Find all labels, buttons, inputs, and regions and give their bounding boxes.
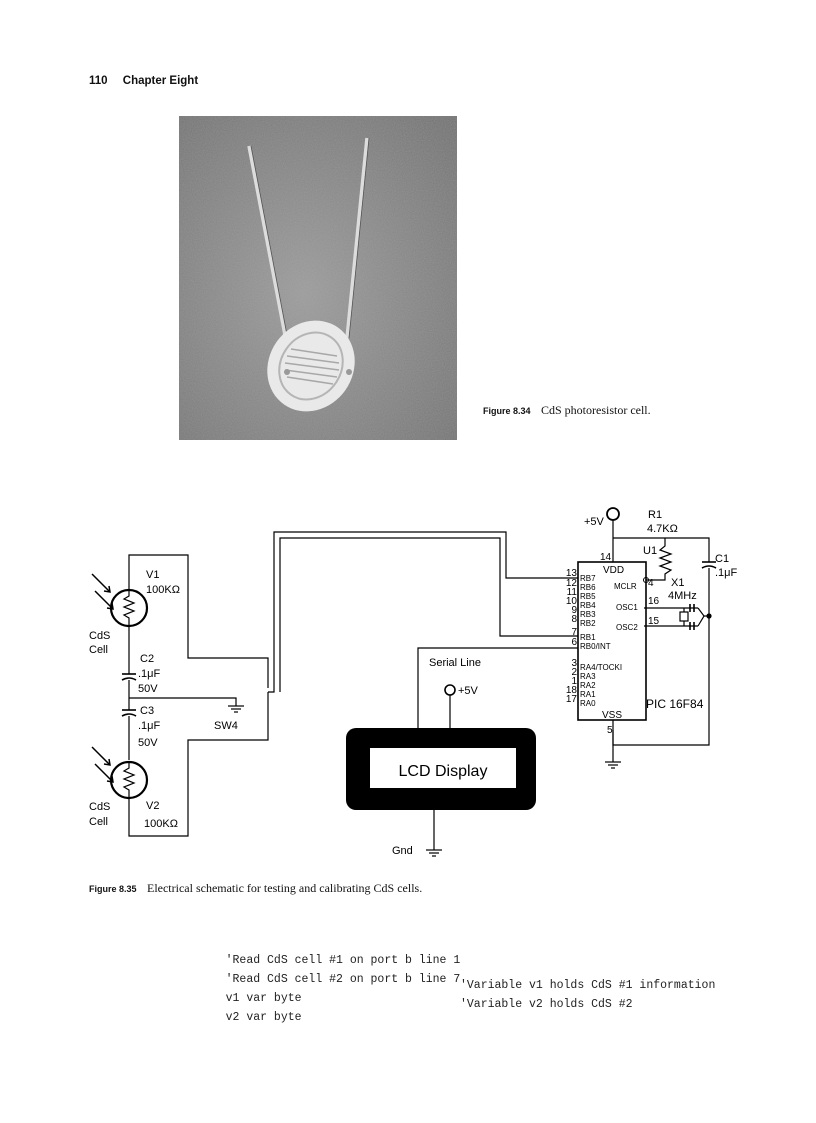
pin-ra2: RA2 — [580, 681, 596, 690]
c3-label: C3 — [140, 705, 154, 717]
pin-ra0: RA0 — [580, 699, 596, 708]
code-text: 'Read CdS cell #2 on port b line 7 — [225, 973, 461, 986]
c3-volt: 50V — [138, 737, 158, 749]
pin-rb1: RB1 — [580, 633, 596, 642]
r1-label: R1 — [648, 509, 662, 521]
vcc-label: +5V — [584, 516, 605, 528]
v1-value: 100KΩ — [146, 584, 180, 596]
pin-8: 8 — [571, 614, 577, 625]
page-header: 110 Chapter Eight — [89, 75, 198, 87]
pin-rb0: RB0/INT — [580, 642, 611, 651]
pin-17: 17 — [566, 694, 578, 705]
pin-1: 1 — [571, 676, 577, 687]
pin-12: 12 — [566, 578, 578, 589]
pin-ra3: RA3 — [580, 672, 596, 681]
figure-8-35-caption: Figure 8.35 Electrical schematic for tes… — [89, 879, 422, 897]
serial-line-label: Serial Line — [429, 657, 481, 669]
pin-9: 9 — [571, 605, 577, 616]
cds-bot-1: CdS — [89, 801, 110, 813]
v2-value: 100KΩ — [144, 818, 178, 830]
pin-3: 3 — [571, 658, 577, 669]
pin-mclr: MCLR — [614, 582, 637, 591]
pin-18: 18 — [566, 685, 578, 696]
cds-bot-2: Cell — [89, 816, 108, 828]
cds-photoresistor-photo — [179, 116, 457, 440]
x1-label: X1 — [671, 577, 684, 589]
code-text: v1 var byte — [225, 992, 302, 1005]
c3-value: .1μF — [138, 720, 161, 732]
vcc-terminal — [606, 507, 620, 521]
pin-6: 6 — [571, 637, 577, 648]
pin-osc1: OSC1 — [616, 603, 638, 612]
pin-rb6: RB6 — [580, 583, 596, 592]
pin-osc2: OSC2 — [616, 623, 638, 632]
figure-8-35-label: Figure 8.35 — [89, 884, 137, 894]
pin-13: 13 — [566, 568, 578, 579]
c2-volt: 50V — [138, 683, 158, 695]
pin-rb2: RB2 — [580, 619, 596, 628]
code-line: v2 var byte 'Variable v2 holds CdS #2 — [198, 998, 633, 1024]
pin-10: 10 — [566, 596, 578, 607]
pin-rb5: RB5 — [580, 592, 596, 601]
figure-8-34-label: Figure 8.34 — [483, 406, 531, 416]
pin-4: 4 — [648, 578, 654, 589]
figure-8-34-caption: Figure 8.34 CdS photoresistor cell. — [483, 401, 651, 419]
code-text: v2 var byte — [225, 1011, 302, 1024]
code-line: v1 var byte 'Variable v1 holds CdS #1 in… — [198, 979, 716, 1005]
pin-rb7: RB7 — [580, 574, 596, 583]
gnd-label: Gnd — [392, 845, 413, 857]
lcd-5v-terminal — [444, 684, 456, 696]
cds-test-schematic: V1 100KΩ CdS Cell C2 .1μF 50V SW4 C3 .1μ… — [89, 507, 738, 857]
pin-ra4: RA4/TOCKI — [580, 663, 622, 672]
chip-name: PIC 16F84 — [646, 697, 704, 711]
pin-14: 14 — [600, 552, 612, 563]
code-comment: 'Variable v2 holds CdS #2 — [460, 998, 633, 1011]
pic-chip — [577, 561, 647, 721]
c2-value: .1μF — [138, 668, 161, 680]
figure-8-35-text: Electrical schematic for testing and cal… — [146, 881, 423, 895]
pin-15: 15 — [648, 616, 660, 627]
pin-rb4: RB4 — [580, 601, 596, 610]
cds-top-2: Cell — [89, 644, 108, 656]
pin-5: 5 — [607, 725, 613, 736]
v2-label: V2 — [146, 800, 159, 812]
wire — [128, 554, 269, 688]
code-line: 'Read CdS cell #1 on port b line 1 — [198, 941, 461, 967]
pin-7: 7 — [571, 627, 577, 638]
pin-vss: VSS — [602, 710, 622, 721]
c1-value: .1μF — [715, 567, 738, 579]
pin-11: 11 — [567, 587, 578, 598]
code-comment: 'Variable v1 holds CdS #1 information — [460, 979, 716, 992]
code-line: 'Read CdS cell #2 on port b line 7 — [198, 960, 461, 986]
pin-vdd: VDD — [603, 565, 624, 576]
pin-ra1: RA1 — [580, 690, 596, 699]
page-number: 110 — [89, 75, 108, 87]
x1-value: 4MHz — [668, 590, 697, 602]
lcd-display-label: LCD Display — [399, 763, 488, 780]
sw4-label: SW4 — [214, 720, 238, 732]
v1-label: V1 — [146, 569, 159, 581]
pin-16: 16 — [648, 596, 660, 607]
pin-2: 2 — [571, 667, 577, 678]
c1-label: C1 — [715, 553, 729, 565]
r1-value: 4.7KΩ — [647, 523, 678, 535]
chapter-title: Chapter Eight — [122, 75, 199, 87]
u1-label: U1 — [643, 545, 657, 557]
lcd-5v-label: +5V — [458, 685, 479, 697]
pin-rb3: RB3 — [580, 610, 596, 619]
c2-label: C2 — [140, 653, 154, 665]
figure-8-34-text: CdS photoresistor cell. — [540, 403, 651, 417]
cds-top-1: CdS — [89, 630, 110, 642]
code-listing: 'Read CdS cell #1 on port b line 1 'Read… — [198, 941, 716, 1024]
code-text: 'Read CdS cell #1 on port b line 1 — [225, 954, 461, 967]
